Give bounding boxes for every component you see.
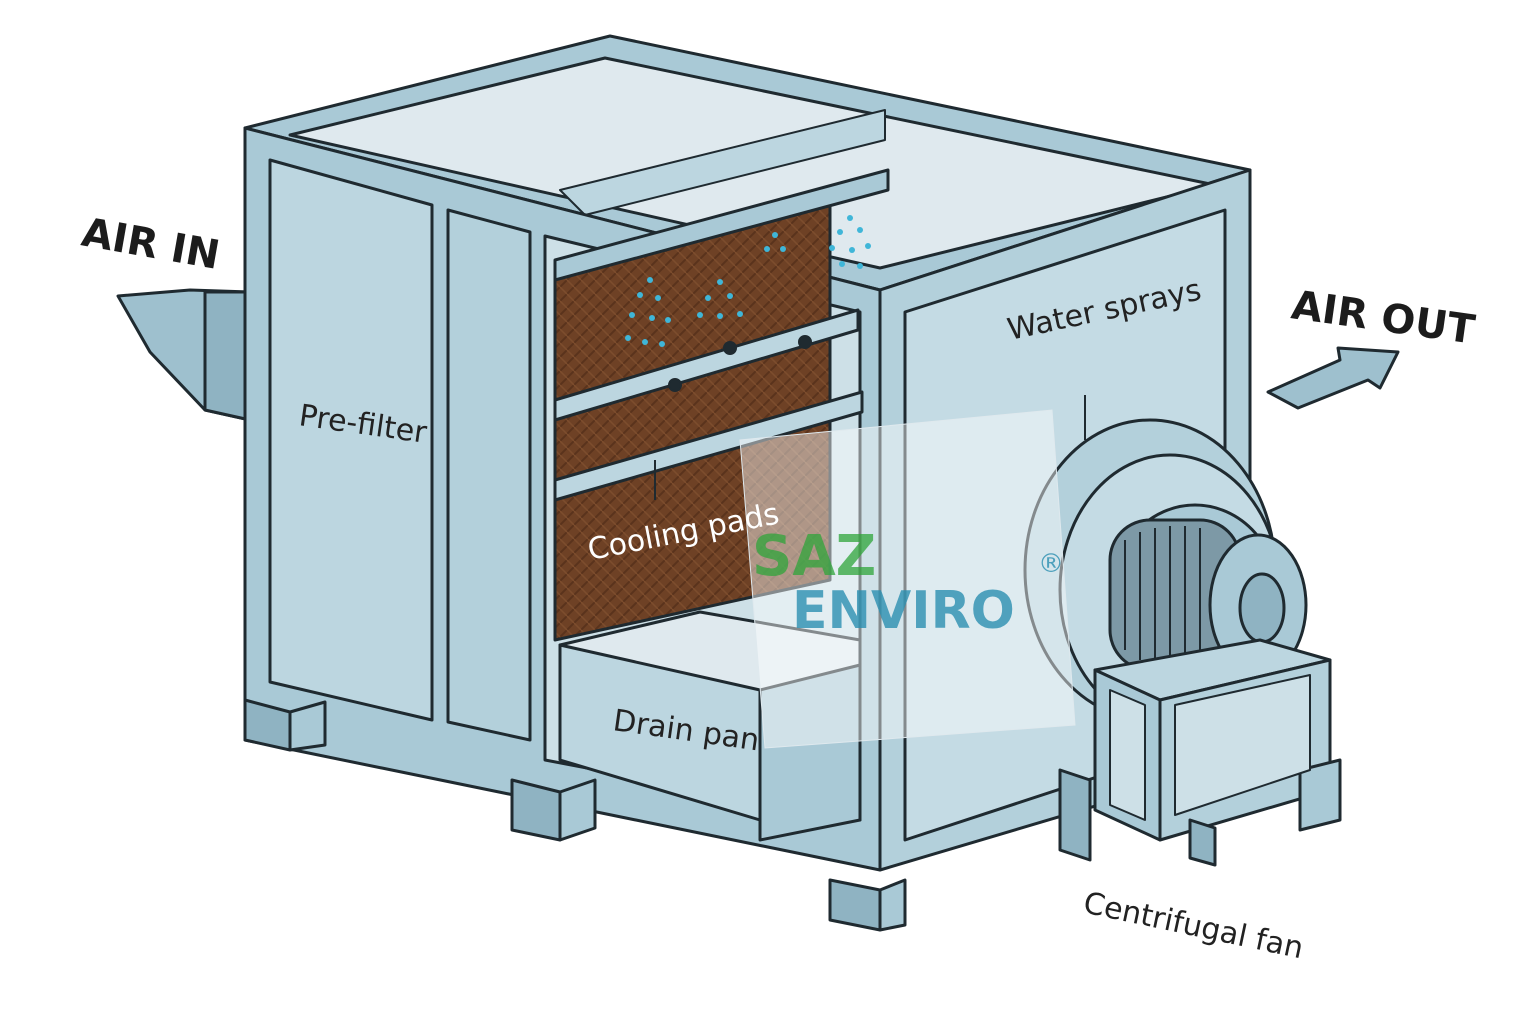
centrifugal-fan xyxy=(1025,420,1340,865)
label-air-in: AIR IN xyxy=(78,210,223,279)
air-in-duct xyxy=(118,290,250,420)
watermark-line2: ENVIRO xyxy=(792,581,1015,641)
air-out-arrow xyxy=(1268,348,1398,408)
fan-stand xyxy=(1060,640,1340,865)
watermark-registered-mark: ® xyxy=(1038,549,1064,579)
watermark: SAZ ENVIRO ® xyxy=(740,410,1075,748)
label-centrifugal-fan: Centrifugal fan xyxy=(1080,886,1306,967)
label-air-out: AIR OUT xyxy=(1289,282,1479,353)
watermark-line1: SAZ xyxy=(752,524,876,589)
